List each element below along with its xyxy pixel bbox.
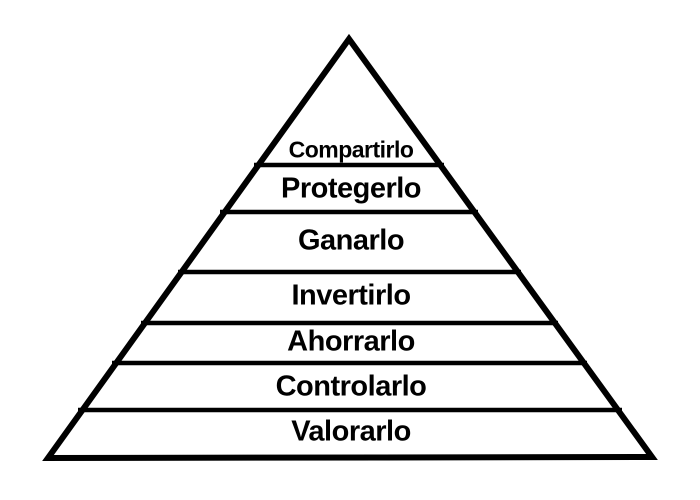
level-label-ganarlo: Ganarlo <box>297 224 405 257</box>
level-label-compartirlo: Compartirlo <box>288 136 414 163</box>
level-label-controlarlo: Controlarlo <box>275 370 427 403</box>
level-label-ahorrarlo: Ahorrarlo <box>287 325 415 358</box>
level-label-protegerlo: Protegerlo <box>280 172 422 205</box>
level-label-valorarlo: Valorarlo <box>291 415 411 448</box>
pyramid-outline <box>42 33 658 462</box>
level-label-invertirlo: Invertirlo <box>291 279 411 312</box>
